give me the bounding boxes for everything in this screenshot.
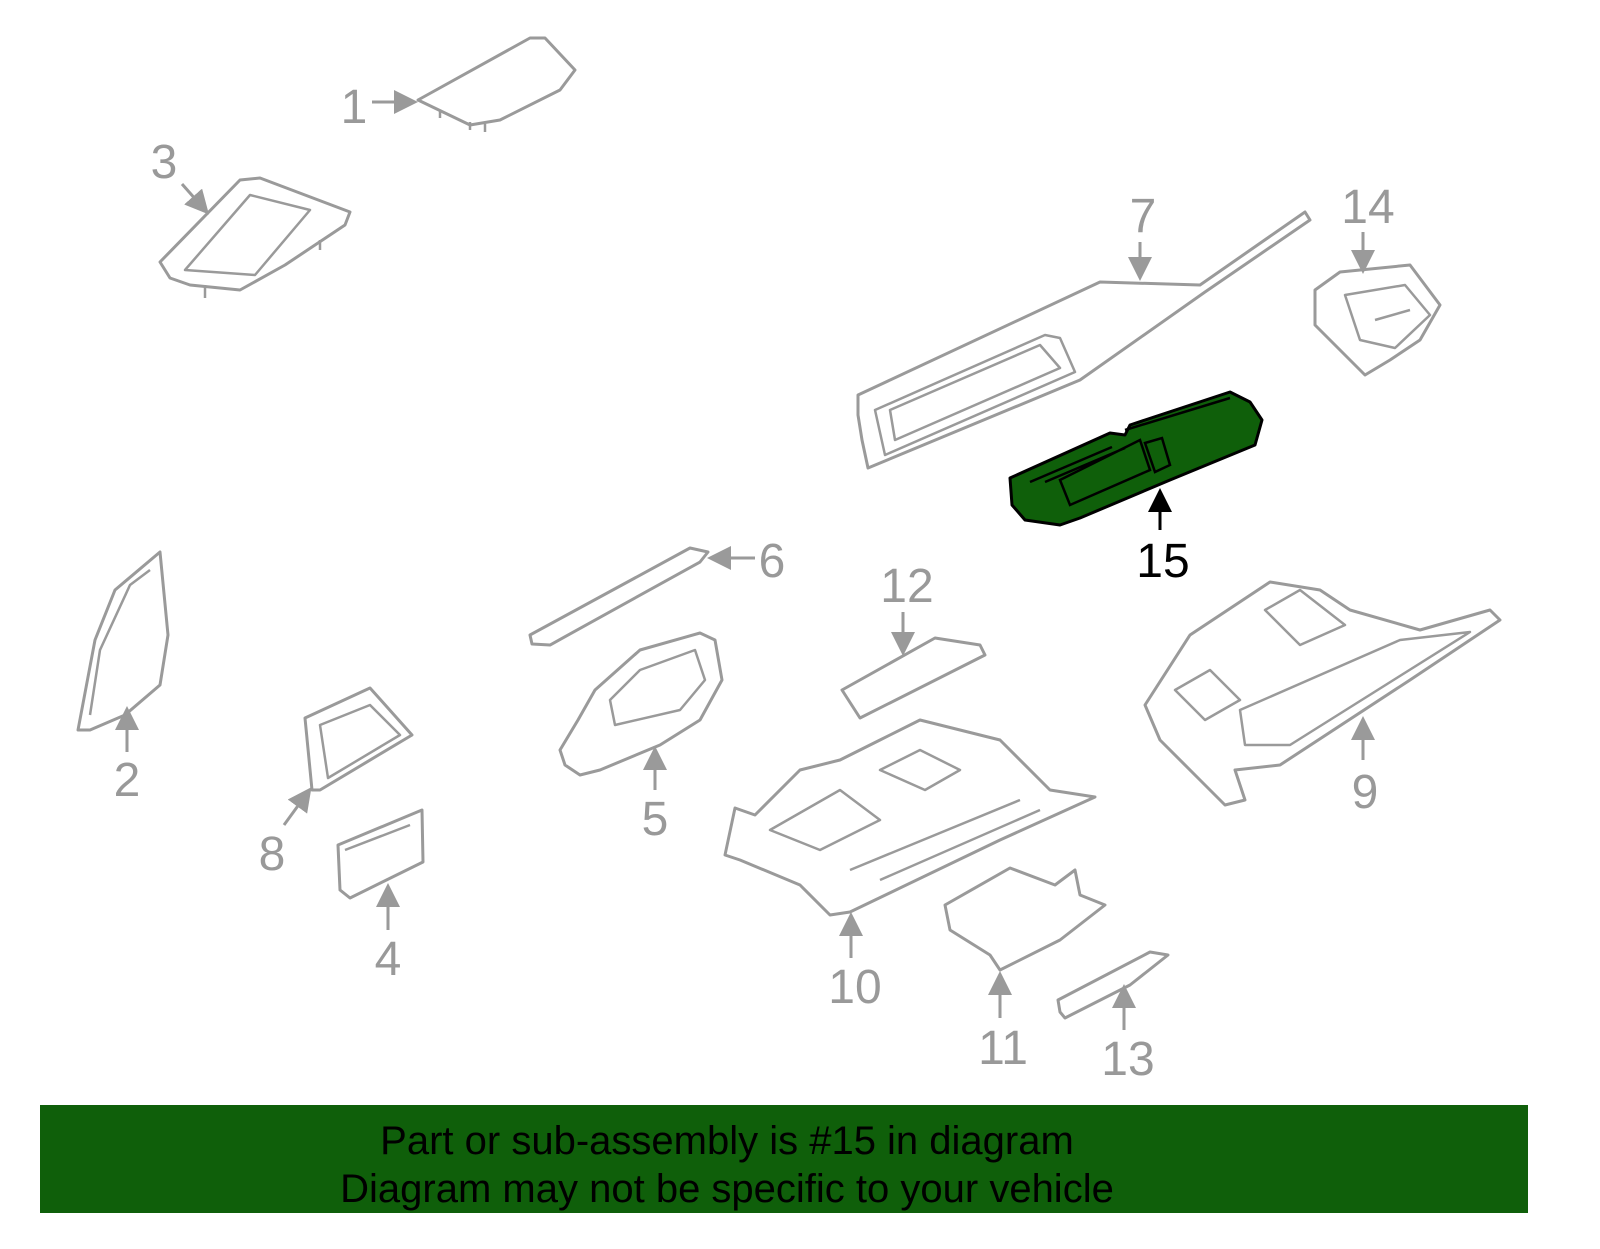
label-4: 4	[375, 933, 402, 986]
label-12: 12	[880, 560, 933, 613]
label-5: 5	[642, 793, 669, 846]
part-8[interactable]	[303, 686, 414, 792]
part-6[interactable]	[528, 546, 710, 647]
leader-arrows	[115, 90, 1375, 1030]
part-10[interactable]	[723, 718, 1097, 917]
part-5[interactable]	[558, 631, 724, 777]
label-9: 9	[1352, 766, 1379, 819]
banner-line-2: Diagram may not be specific to your vehi…	[340, 1167, 1114, 1211]
part-12[interactable]	[840, 636, 987, 720]
label-13: 13	[1101, 1033, 1154, 1086]
part-15-highlighted[interactable]	[1008, 390, 1264, 527]
part-11[interactable]	[943, 866, 1107, 972]
part-1[interactable]	[416, 36, 577, 132]
label-1: 1	[341, 81, 368, 134]
part-13[interactable]	[1056, 950, 1170, 1020]
label-2: 2	[114, 754, 141, 807]
part-14[interactable]	[1313, 263, 1442, 377]
label-11: 11	[978, 1022, 1028, 1075]
part-4[interactable]	[336, 808, 425, 900]
part-7[interactable]	[856, 210, 1312, 470]
label-3: 3	[151, 136, 178, 189]
label-8: 8	[259, 828, 286, 881]
part-3[interactable]	[158, 176, 352, 298]
info-banner: Part or sub-assembly is #15 in diagram D…	[40, 1105, 1528, 1213]
part-9[interactable]	[1143, 580, 1502, 807]
label-14: 14	[1341, 181, 1394, 234]
part-2[interactable]	[76, 550, 170, 732]
label-6: 6	[759, 535, 786, 588]
banner-line-1: Part or sub-assembly is #15 in diagram	[380, 1119, 1074, 1163]
label-15: 15	[1136, 535, 1189, 588]
label-10: 10	[828, 961, 881, 1014]
label-7: 7	[1130, 190, 1157, 243]
